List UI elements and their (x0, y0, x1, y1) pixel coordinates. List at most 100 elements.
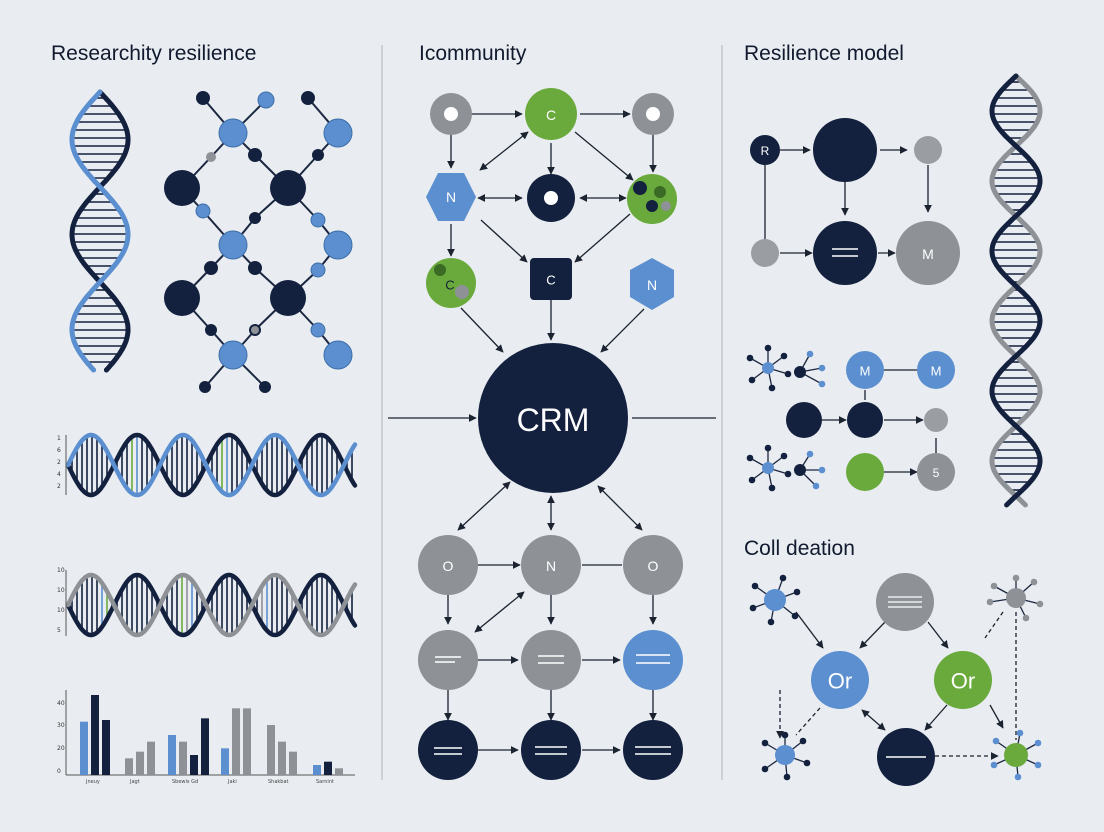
node-m-blue-2: M (917, 351, 955, 389)
bar-9 (201, 718, 209, 775)
svg-text:Sbewis Gd: Sbewis Gd (172, 779, 198, 785)
node-crm-hub: CRM (478, 343, 628, 493)
svg-text:C: C (546, 107, 556, 123)
node-square-c: C (530, 258, 572, 300)
svg-text:10: 10 (57, 587, 65, 594)
node-top-c: C (525, 88, 577, 140)
node-hex-right: N (630, 258, 674, 310)
svg-text:Or: Or (951, 669, 975, 694)
svg-text:N: N (546, 558, 556, 574)
node-row5-center (521, 720, 581, 780)
svg-text:10: 10 (57, 567, 65, 574)
node-top-gray-lines (876, 573, 934, 631)
molecule-lattice-icon (164, 91, 353, 393)
svg-text:N: N (446, 189, 456, 205)
axis-ticks-2: 10 10 10 5 (57, 567, 67, 636)
svg-text:M: M (860, 364, 871, 379)
bar-13 (267, 725, 275, 775)
bar-0 (80, 721, 88, 775)
molecule-cluster-icon-3 (749, 574, 801, 626)
node-small-gray (914, 136, 942, 164)
node-row5-right (623, 720, 683, 780)
svg-text:Or: Or (828, 669, 852, 694)
svg-text:CRM: CRM (517, 402, 590, 438)
title-right: Resilience model (744, 42, 904, 65)
node-row4-center (521, 630, 581, 690)
node-mid-o-right: O (623, 535, 683, 595)
svg-text:M: M (931, 364, 942, 379)
svg-text:Jagt: Jagt (129, 779, 140, 785)
node-hex-left: N (426, 173, 476, 221)
node-small-gray-left (751, 239, 779, 267)
molecule-cluster-icon-5 (761, 731, 811, 781)
svg-text:O: O (648, 558, 659, 574)
node-top-right (632, 93, 674, 135)
molecule-cluster-icon-1 (746, 344, 826, 392)
title-left: Researchity resilience (51, 42, 256, 65)
node-or-blue: Or (811, 651, 869, 709)
node-navy-a (786, 402, 822, 438)
svg-text:2: 2 (57, 459, 61, 466)
svg-text:Sarnint: Sarnint (316, 779, 334, 785)
molecule-cluster-icon-6 (990, 729, 1042, 781)
svg-text:2: 2 (57, 483, 61, 490)
node-row4-left (418, 630, 478, 690)
node-m-blue-1: M (846, 351, 884, 389)
node-or-green: Or (934, 651, 992, 709)
bar-18 (335, 768, 343, 775)
dna-strand-horizontal-2 (65, 572, 358, 638)
dna-helix-right-icon (989, 73, 1043, 508)
svg-text:Shakbat: Shakbat (268, 779, 289, 785)
bar-11 (232, 708, 240, 775)
svg-text:N: N (647, 277, 657, 293)
bar-16 (313, 765, 321, 775)
node-green-left: C (426, 258, 476, 308)
bar-8 (190, 755, 198, 775)
svg-text:Jaki: Jaki (227, 779, 237, 785)
svg-text:40: 40 (57, 700, 65, 707)
node-m: M (896, 221, 960, 285)
node-navy-b (847, 402, 883, 438)
svg-text:O: O (443, 558, 454, 574)
bar-15 (289, 751, 297, 775)
title-center: Icommunity (419, 42, 527, 65)
right-arrows (764, 146, 1017, 760)
bar-17 (324, 761, 332, 775)
svg-text:R: R (761, 144, 770, 158)
node-five: 5 (917, 453, 955, 491)
dna-strand-horizontal-1 (65, 432, 358, 498)
node-large-navy (813, 118, 877, 182)
bar-1 (91, 695, 99, 775)
axis-ticks-1: 1 6 2 4 2 (57, 435, 67, 495)
molecule-cluster-icon-2 (746, 444, 826, 492)
svg-text:4: 4 (57, 471, 61, 478)
bar-10 (221, 748, 229, 775)
bar-3 (125, 758, 133, 775)
bar-14 (278, 741, 286, 775)
bar-4 (136, 751, 144, 775)
svg-text:C: C (445, 278, 454, 293)
svg-text:6: 6 (57, 447, 61, 454)
center-arrows (388, 110, 716, 754)
svg-text:10: 10 (57, 607, 65, 614)
svg-text:1: 1 (57, 435, 61, 442)
svg-text:5: 5 (57, 627, 61, 634)
bar-12 (243, 708, 251, 775)
node-navy-dash (877, 728, 935, 786)
bar-5 (147, 741, 155, 775)
node-mid-n: N (521, 535, 581, 595)
svg-text:0: 0 (57, 768, 61, 775)
bar-6 (168, 735, 176, 775)
node-top-left (430, 93, 472, 135)
title-right-lower: Coll deation (744, 537, 855, 560)
node-row5-left (418, 720, 478, 780)
svg-text:30: 30 (57, 722, 65, 729)
node-green-d (846, 453, 884, 491)
svg-text:Jneuy: Jneuy (85, 779, 100, 785)
svg-text:5: 5 (933, 466, 940, 480)
bar-7 (179, 741, 187, 775)
node-center-ring (527, 174, 575, 222)
svg-text:C: C (546, 273, 555, 288)
